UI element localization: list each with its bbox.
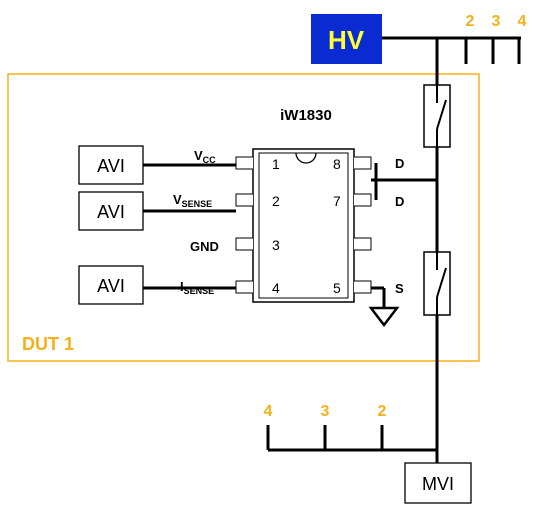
hv-box — [311, 14, 382, 64]
hv-channel-3: 3 — [492, 13, 501, 30]
avi-label-1: AVI — [97, 156, 125, 176]
hv-channel-2: 2 — [466, 13, 475, 30]
pin-tab-6 — [354, 237, 372, 251]
signal-s: S — [395, 281, 404, 296]
dut-boundary — [7, 73, 480, 362]
hv-channel-4: 4 — [518, 13, 527, 30]
chip-body — [252, 148, 355, 303]
pin-number-5: 5 — [333, 280, 341, 296]
pin-number-7: 7 — [333, 193, 341, 209]
mvi-channel-2: 2 — [378, 403, 387, 420]
main-bus — [376, 38, 439, 463]
pin-tab-1 — [235, 156, 253, 170]
pin-tab-4 — [235, 280, 253, 294]
hv-label: HV — [328, 25, 365, 55]
pin-tab-5 — [354, 280, 372, 294]
pin-number-4: 4 — [272, 280, 280, 296]
mvi-bus — [266, 425, 437, 452]
mvi-label: MVI — [422, 474, 454, 494]
pin-number-8: 8 — [333, 156, 341, 172]
signal-isense: ISENSE — [180, 279, 214, 296]
chip-notch — [295, 152, 317, 164]
ground-icon — [368, 306, 400, 328]
avi-box-1 — [78, 145, 144, 185]
pin-tab-3 — [235, 237, 253, 251]
mvi-channel-3: 3 — [321, 403, 330, 420]
avi-label-3: AVI — [97, 276, 125, 296]
avi-box-2 — [78, 191, 144, 231]
pin-tab-7 — [354, 193, 372, 207]
signal-d2: D — [395, 194, 404, 209]
pin-tab-2 — [235, 193, 253, 207]
pin-number-1: 1 — [272, 156, 280, 172]
pin-number-3: 3 — [272, 237, 280, 253]
avi-box-3 — [78, 265, 144, 305]
signal-gnd: GND — [190, 239, 219, 254]
switch-icon — [423, 84, 451, 148]
dut-label: DUT 1 — [22, 334, 74, 354]
pin-tab-8 — [354, 156, 372, 170]
avi-wires — [143, 163, 236, 290]
signal-vsense: VSENSE — [173, 192, 212, 209]
avi-label-2: AVI — [97, 202, 125, 222]
mvi-channel-4: 4 — [264, 403, 273, 420]
switch-icon — [423, 251, 451, 316]
mvi-box — [404, 462, 472, 504]
source-ground-wire — [371, 286, 386, 308]
signal-d1: D — [395, 156, 404, 171]
pin-number-2: 2 — [272, 193, 280, 209]
chip-name: iW1830 — [280, 107, 332, 124]
drain-connection — [371, 163, 378, 200]
chip-inner — [258, 152, 349, 299]
signal-vcc: VCC — [194, 148, 216, 165]
hv-bus — [382, 36, 521, 64]
